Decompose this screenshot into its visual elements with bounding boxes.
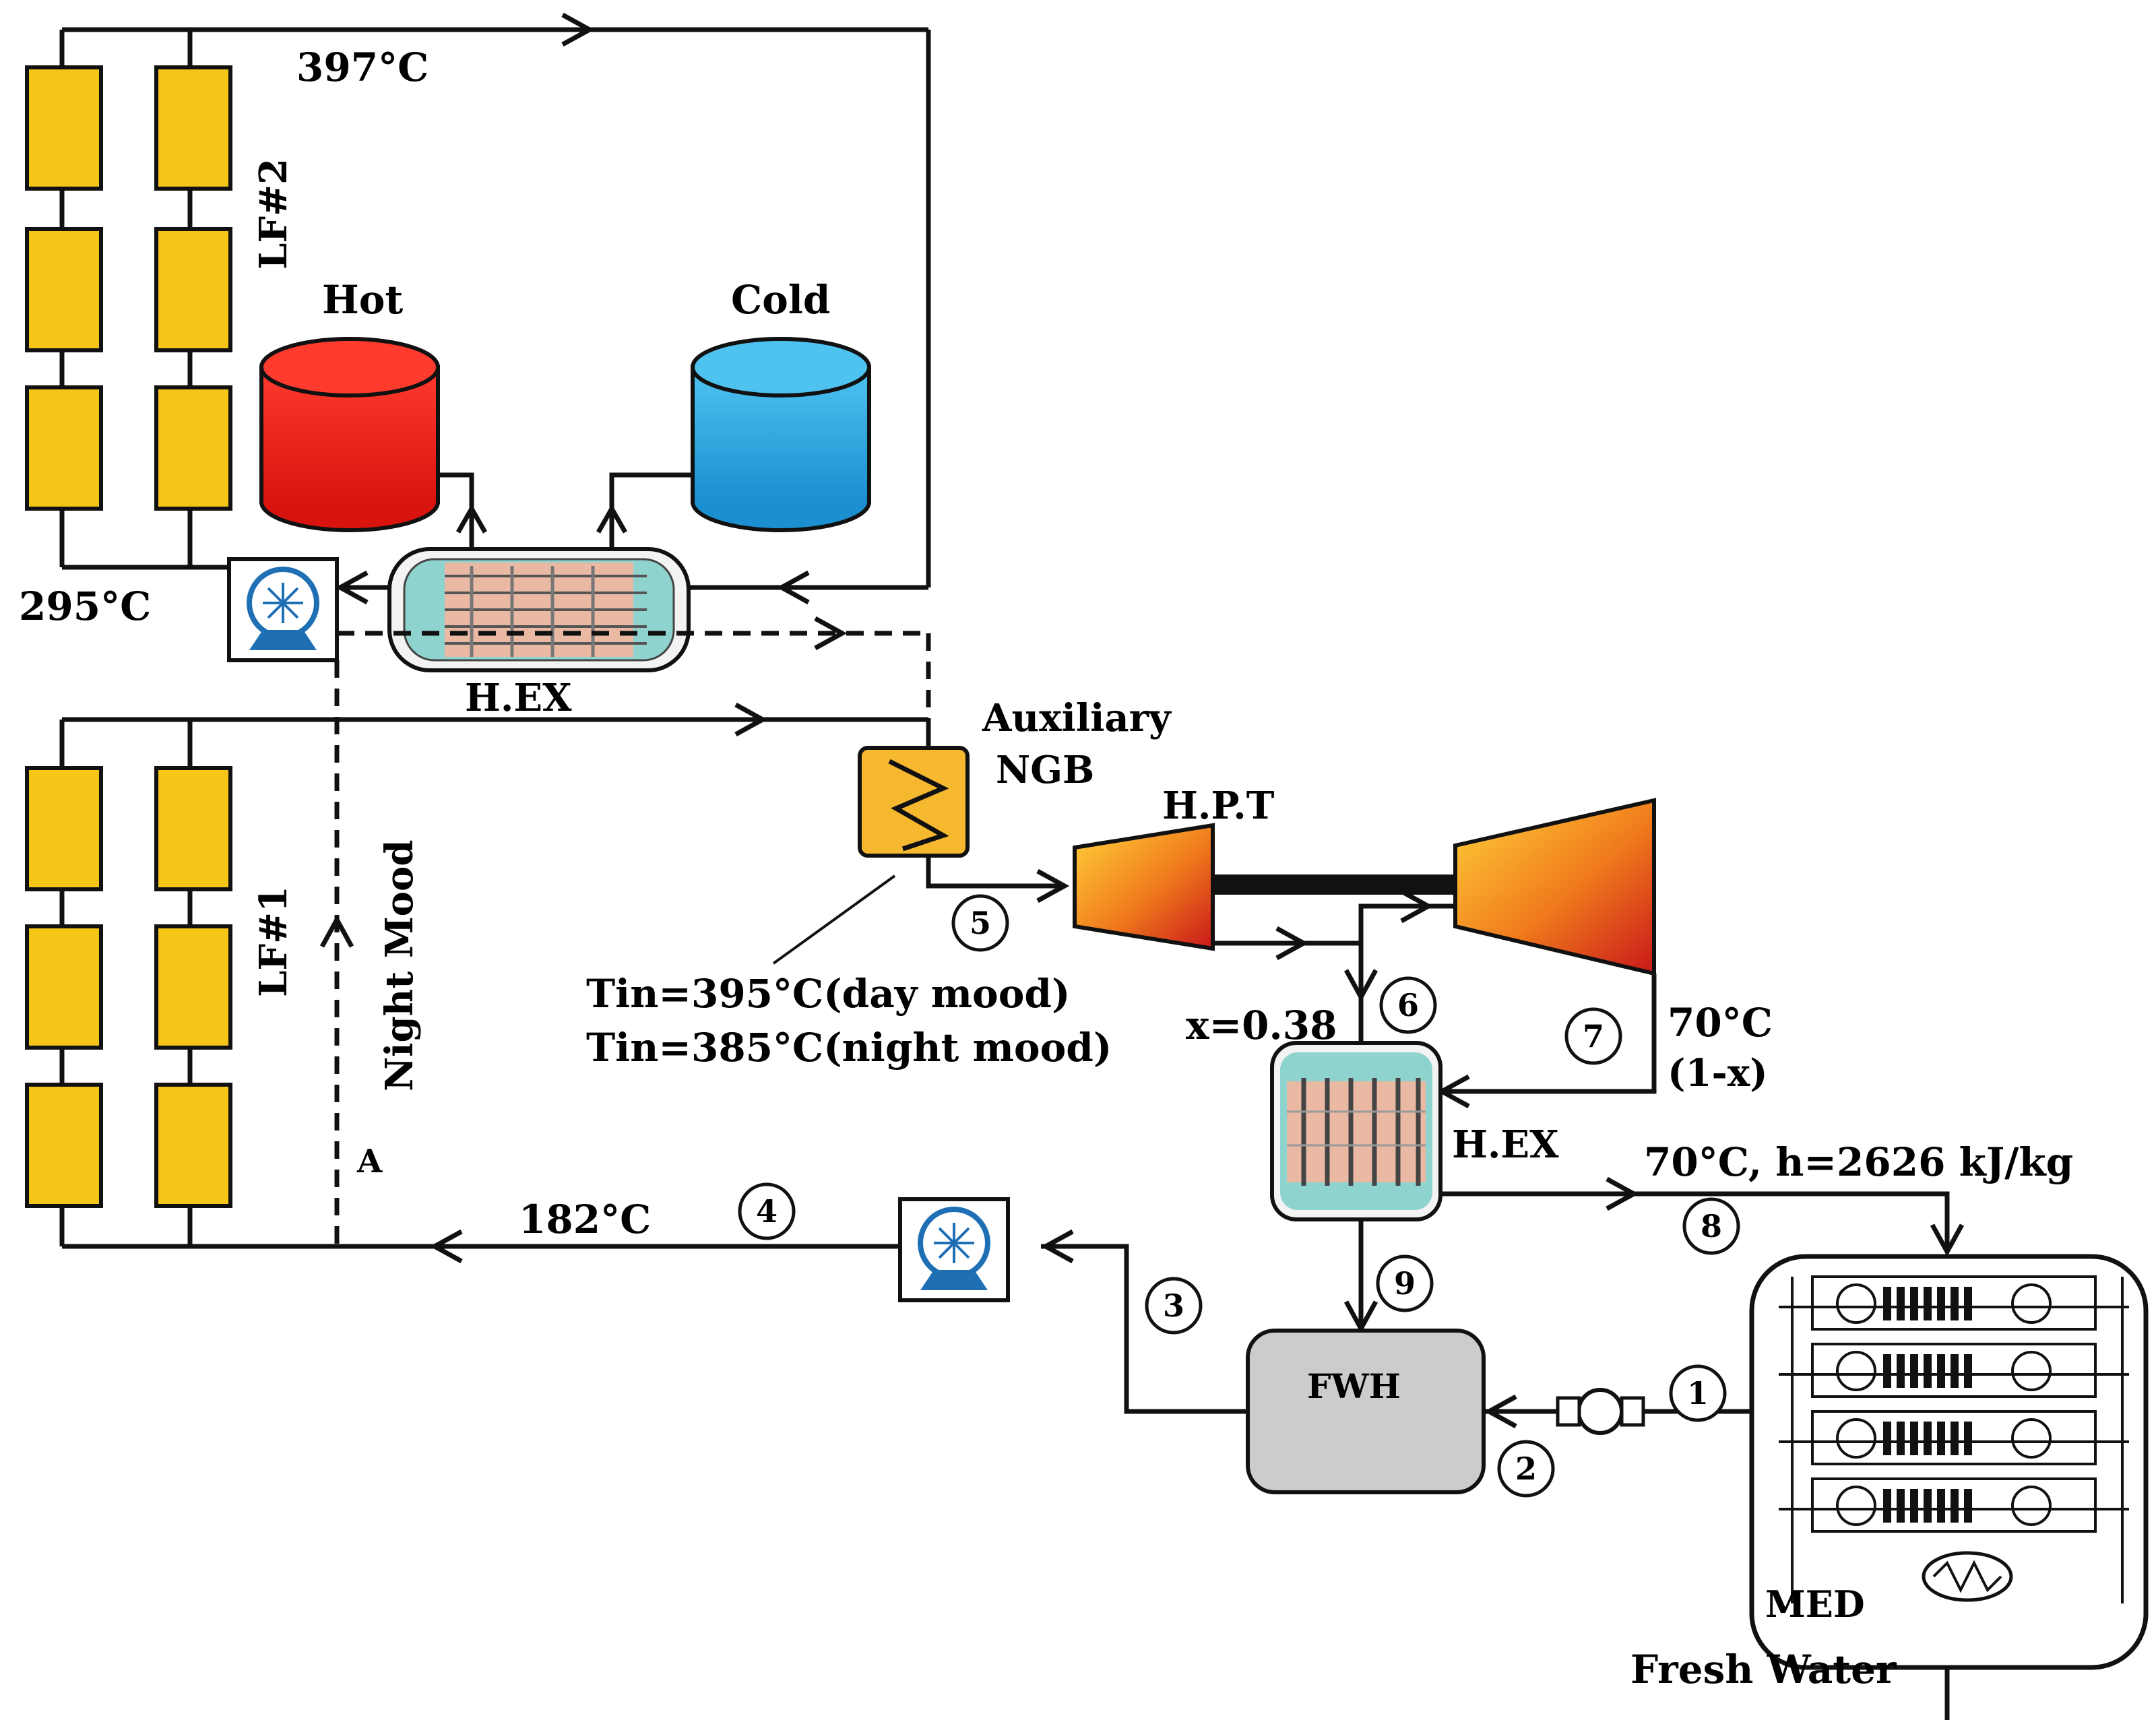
- solar-panel: [154, 1083, 232, 1208]
- solar-panel: [25, 385, 103, 511]
- svg-text:2: 2: [1515, 1451, 1537, 1487]
- heater-coil-icon: [888, 759, 949, 852]
- hp-turbine: [1073, 823, 1215, 951]
- flow-arrow: [1606, 1176, 1639, 1211]
- flow-arrow: [1343, 969, 1378, 1002]
- flow-arrow: [814, 616, 848, 651]
- feedwater-heater: [1246, 1329, 1486, 1494]
- flow-arrow: [1036, 868, 1070, 903]
- flow-arrow: [1275, 926, 1309, 961]
- svg-text:4: 4: [756, 1193, 778, 1230]
- flow-arrow: [455, 503, 488, 534]
- pump-icon: [227, 557, 339, 662]
- solar-panel: [154, 65, 232, 191]
- label-ngb: NGB: [996, 748, 1094, 792]
- flow-arrow: [1400, 889, 1434, 924]
- state-point-4: 4: [738, 1182, 796, 1240]
- label-auxiliary: Auxiliary: [982, 696, 1172, 740]
- label-med: MED: [1765, 1583, 1865, 1626]
- cold-tank: [691, 337, 871, 532]
- solar-panel: [154, 766, 232, 891]
- hot-tank: [259, 337, 440, 532]
- label-lf2: LF#2: [251, 158, 296, 269]
- label-295c: 295°C: [19, 583, 151, 629]
- label-one-minus-x: (1-x): [1668, 1051, 1768, 1095]
- solar-panel: [25, 766, 103, 891]
- label-fwh: FWH: [1307, 1366, 1401, 1406]
- label-397c: 397°C: [296, 44, 429, 90]
- solar-panel: [154, 924, 232, 1050]
- state-point-3: 3: [1145, 1277, 1203, 1335]
- flow-arrow: [776, 570, 810, 605]
- condensate-pump-icon: [1556, 1388, 1645, 1435]
- label-hot: Hot: [322, 277, 403, 323]
- label-cold: Cold: [731, 277, 830, 323]
- svg-text:7: 7: [1583, 1018, 1604, 1054]
- flow-arrow: [1040, 1229, 1074, 1264]
- solar-panel: [154, 227, 232, 352]
- svg-text:3: 3: [1163, 1287, 1184, 1324]
- label-lf1: LF#1: [251, 886, 296, 997]
- flow-arrow: [734, 702, 768, 737]
- label-fresh-water: Fresh Water: [1630, 1647, 1897, 1692]
- lp-turbine: [1453, 798, 1656, 976]
- label-tin-night: Tin=385°C(night mood): [586, 1025, 1112, 1071]
- state-point-6: 6: [1379, 976, 1437, 1034]
- flow-arrow: [429, 1229, 463, 1264]
- state-point-5: 5: [951, 894, 1009, 952]
- label-182c: 182°C: [519, 1197, 651, 1242]
- label-hex-process: H.EX: [1452, 1122, 1559, 1167]
- label-70c-enthalpy: 70°C, h=2626 kJ/kg: [1644, 1139, 2073, 1185]
- flow-arrow: [1484, 1394, 1517, 1429]
- lf2-solar-field: [25, 27, 928, 570]
- flow-arrow: [1930, 1223, 1965, 1257]
- med-desalination-unit: [1749, 1254, 2149, 1670]
- state-point-2: 2: [1497, 1440, 1555, 1498]
- lf1-solar-field: [25, 717, 928, 1249]
- label-point-a: A: [356, 1143, 383, 1180]
- pump-icon: [898, 1197, 1010, 1302]
- turbine-shaft: [1213, 874, 1455, 895]
- process-heat-exchanger: [1270, 1041, 1442, 1221]
- label-night-mood: Night Mood: [377, 839, 422, 1091]
- svg-text:8: 8: [1701, 1208, 1722, 1244]
- svg-text:5: 5: [970, 905, 991, 941]
- state-point-7: 7: [1564, 1007, 1622, 1065]
- flow-arrow: [561, 12, 595, 47]
- storage-heat-exchanger: [387, 547, 691, 672]
- state-point-1: 1: [1669, 1364, 1727, 1422]
- state-point-9: 9: [1376, 1254, 1434, 1312]
- label-hpt: H.P.T: [1162, 784, 1275, 828]
- label-70c-top: 70°C: [1668, 1000, 1773, 1046]
- solar-panel: [154, 385, 232, 511]
- flow-arrow: [319, 914, 354, 948]
- label-tin-day: Tin=395°C(day mood): [586, 971, 1070, 1017]
- label-hex-storage: H.EX: [465, 676, 572, 720]
- solar-panel: [25, 1083, 103, 1208]
- solar-panel: [25, 65, 103, 191]
- label-x-fraction: x=0.38: [1186, 1002, 1337, 1048]
- svg-text:6: 6: [1397, 987, 1419, 1023]
- flow-arrow: [596, 503, 628, 534]
- solar-panel: [25, 227, 103, 352]
- solar-panel: [25, 924, 103, 1050]
- svg-text:9: 9: [1394, 1265, 1416, 1302]
- state-point-8: 8: [1682, 1197, 1740, 1255]
- auxiliary-ngb: [858, 746, 970, 858]
- flow-arrow: [335, 570, 369, 605]
- svg-text:1: 1: [1687, 1375, 1709, 1411]
